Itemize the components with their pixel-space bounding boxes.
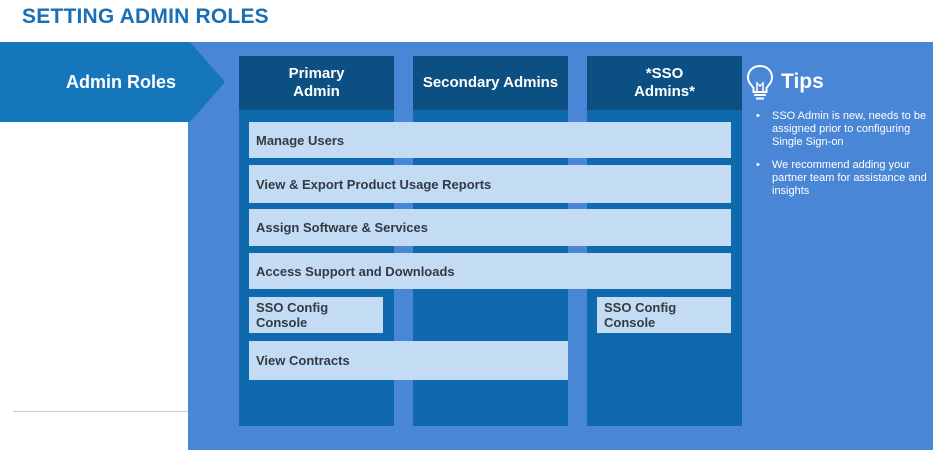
view-export-reports-bar: View & Export Product Usage Reports <box>249 165 731 203</box>
tip-item: We recommend adding your partner team fo… <box>756 159 930 198</box>
sso-config-console-sso: SSO Config Console <box>597 297 731 333</box>
sso-admins-header: *SSO Admins* <box>587 56 742 110</box>
tips-title: Tips <box>781 70 824 93</box>
admin-roles-label: Admin Roles <box>66 71 177 92</box>
assign-software-bar: Assign Software & Services <box>249 209 731 246</box>
primary-admin-header: Primary Admin <box>239 56 394 110</box>
access-support-bar: Access Support and Downloads <box>249 253 731 289</box>
admin-roles-arrow: Admin Roles <box>0 42 225 122</box>
manage-users-bar: Manage Users <box>249 122 731 158</box>
sso-config-console-primary: SSO Config Console <box>249 297 383 333</box>
view-contracts-bar: View Contracts <box>249 341 568 380</box>
tips-list: SSO Admin is new, needs to be assigned p… <box>756 110 930 208</box>
page-title: SETTING ADMIN ROLES <box>22 5 269 28</box>
lightbulb-icon <box>746 64 774 100</box>
tip-item: SSO Admin is new, needs to be assigned p… <box>756 110 930 149</box>
divider-line <box>13 411 188 412</box>
secondary-admins-header: Secondary Admins <box>413 56 568 110</box>
